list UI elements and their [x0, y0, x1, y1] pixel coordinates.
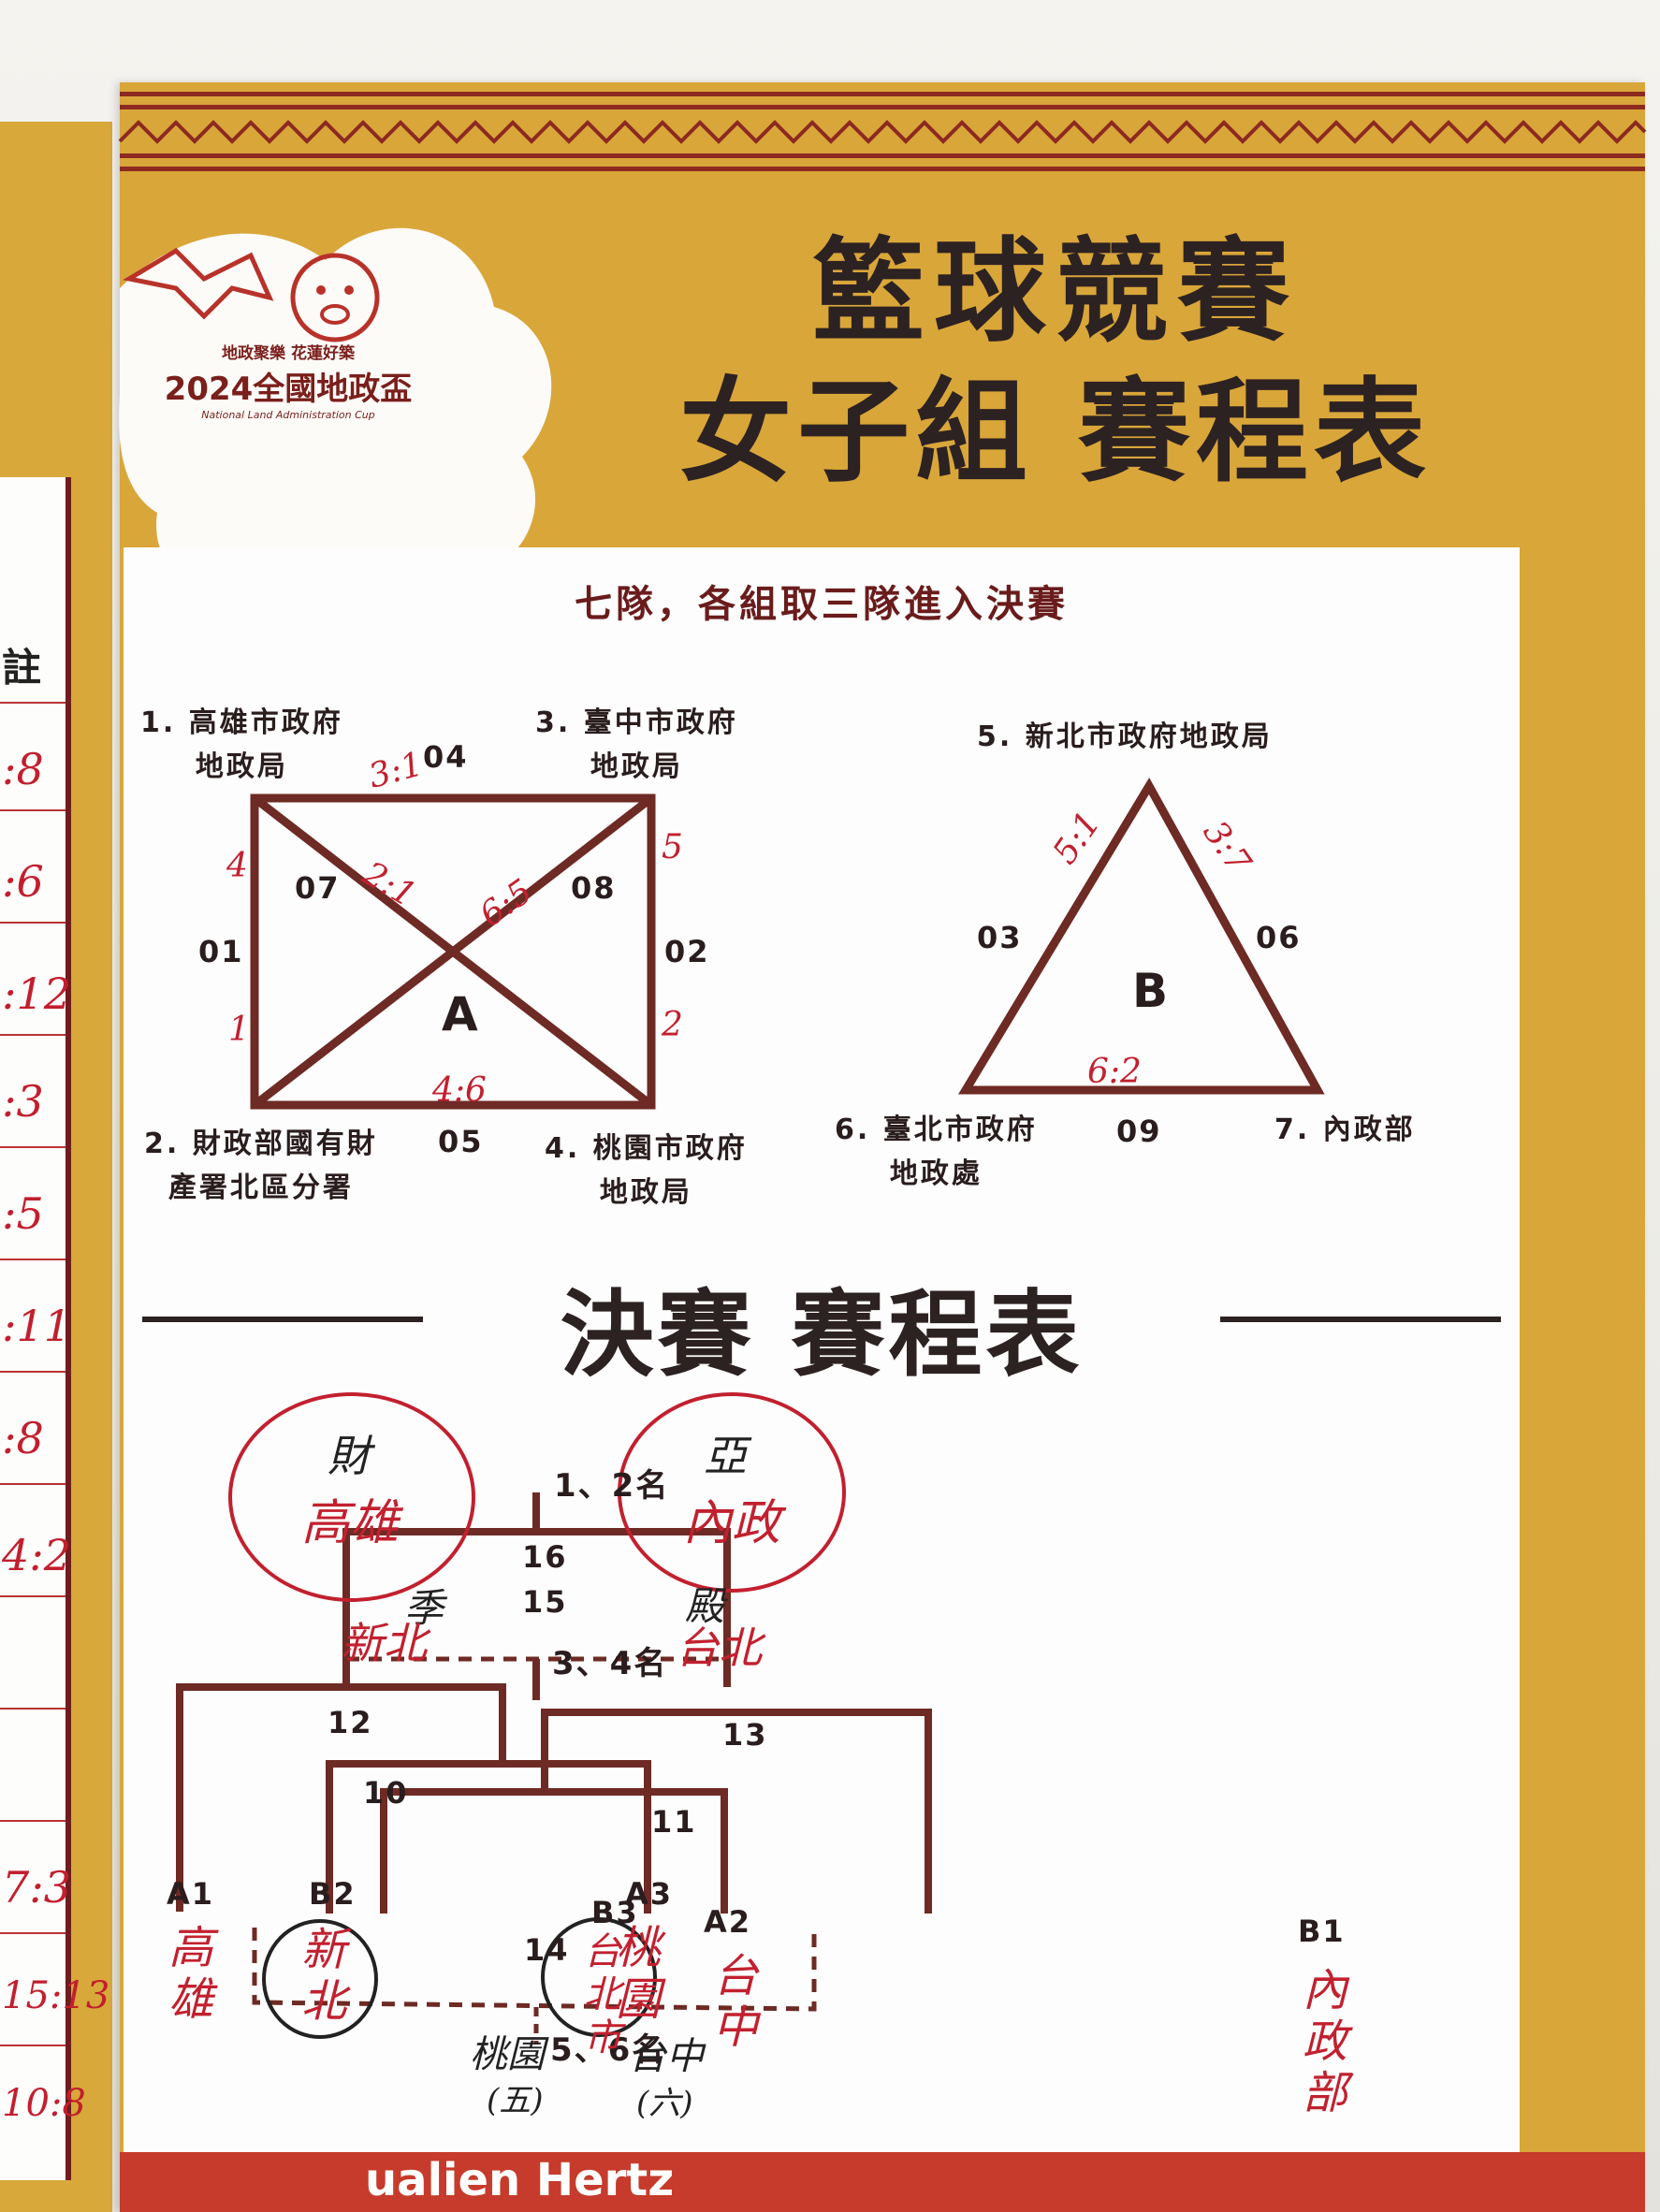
schedule-sheet: 七隊，各組取三隊進入決賽 1. 高雄市政府 地政局 3. 臺中市政府 地政局 2…	[124, 547, 1520, 2204]
zigzag-border	[118, 120, 1647, 144]
match-15: 15	[522, 1584, 568, 1620]
hw-fifth-team: 桃園	[470, 2033, 545, 2076]
neighbor-score: :5	[2, 1188, 44, 1239]
seed-b1: B1	[1298, 1914, 1346, 1949]
title-line-1: 籃球競賽	[812, 227, 1299, 357]
seed-a2: A2	[704, 1904, 752, 1940]
match-13: 13	[722, 1717, 768, 1753]
neighbor-score-sheet: 註 :8 :6 :12 :3 :5 :11 :8 4:2 7:3 15:13 1…	[0, 477, 110, 2180]
rank-1-2-label: 1、2名	[554, 1467, 670, 1505]
score-02-upper: 5	[662, 828, 683, 866]
seed-a3: A3	[625, 1876, 674, 1912]
match-03: 03	[977, 920, 1023, 955]
group-b-diagram	[958, 778, 1325, 1095]
neighbor-score: :8	[2, 744, 44, 794]
finals-heading: 決賽 賽程表	[124, 1259, 1520, 1390]
neighbor-score: 15:13	[2, 1974, 110, 2017]
match-12: 12	[328, 1705, 373, 1740]
score-01-upper: 4	[226, 847, 248, 885]
hw-left-finalist-team: 高雄	[301, 1495, 400, 1551]
hw-team-a2: 台中	[712, 1950, 758, 2055]
match-16: 16	[522, 1539, 568, 1575]
logo-mascot-icon	[123, 247, 380, 342]
team-7-label: 7. 內政部	[1274, 1113, 1416, 1146]
score-05: 4:6	[432, 1071, 487, 1110]
team-5-label: 5. 新北市政府地政局	[977, 720, 1273, 753]
heading-rule-right	[1220, 1317, 1501, 1322]
team-1-label: 1. 高雄市政府 地政局	[140, 706, 343, 783]
hw-team-b1: 內政部	[1302, 1964, 1347, 2120]
group-b-triangle	[958, 778, 1325, 1095]
hw-team-a3: 桃園	[615, 1922, 661, 2027]
team-4-label: 4. 桃園市政府 地政局	[545, 1132, 748, 1209]
qualification-note: 七隊，各組取三隊進入決賽	[575, 583, 1069, 626]
hw-left-semi-rank: 季	[404, 1585, 444, 1631]
match-07: 07	[295, 870, 341, 906]
hw-team-b3: 台北市	[584, 1930, 621, 2059]
match-10: 10	[363, 1775, 409, 1811]
hw-right-finalist-team: 內政	[683, 1495, 781, 1551]
schedule-poster: 地政聚樂 花蓮好築 2024全國地政盃 National Land Admini…	[118, 82, 1647, 2212]
group-a-frame	[250, 793, 656, 1110]
poster-title: 籃球競賽 女子組 賽程表	[569, 237, 1542, 489]
neighbor-header: 註	[2, 645, 42, 691]
seed-b3: B3	[591, 1895, 639, 1930]
hw-left-finalist-rank: 財	[328, 1431, 371, 1481]
team-3-label: 3. 臺中市政府 地政局	[535, 706, 738, 783]
neighbor-score: :8	[2, 1413, 44, 1463]
group-b-label: B	[1132, 964, 1169, 1018]
seed-a1: A1	[167, 1876, 215, 1912]
match-09: 09	[1116, 1113, 1162, 1149]
bottom-banner: ualien Hertz	[120, 2152, 1645, 2212]
score-09: 6:2	[1087, 1053, 1142, 1091]
logo-text: 地政聚樂 花蓮好築 2024全國地政盃 National Land Admini…	[164, 344, 413, 421]
match-14: 14	[524, 1932, 570, 1968]
neighbor-score: :3	[2, 1076, 44, 1127]
team-2-label: 2. 財政部國有財 產署北區分署	[144, 1128, 378, 1204]
match-11: 11	[651, 1804, 697, 1840]
hw-fifth-rank: (五)	[487, 2082, 544, 2119]
hw-right-semi-team: 台北	[676, 1623, 762, 1673]
heading-rule-left	[142, 1317, 423, 1322]
match-05: 05	[438, 1124, 484, 1159]
title-line-2: 女子組 賽程表	[679, 368, 1432, 498]
hw-left-semi-team: 新北	[341, 1618, 427, 1668]
match-02: 02	[664, 934, 710, 969]
bottom-banner-text: ualien Hertz	[365, 2154, 675, 2206]
group-a-diagram	[250, 793, 656, 1110]
hw-sixth-rank: (六)	[636, 2085, 693, 2122]
hw-right-semi-rank: 殿	[685, 1583, 725, 1629]
score-02-lower: 2	[662, 1006, 683, 1044]
group-a-diagonal-2	[252, 794, 654, 1109]
rank-3-4-label: 3、4名	[552, 1645, 668, 1682]
logo-cloud	[119, 227, 552, 622]
hw-sixth-team: 台中	[629, 2035, 704, 2078]
match-06: 06	[1256, 920, 1302, 955]
neighbor-score: :11	[2, 1301, 72, 1351]
hw-team-b2: 新北	[300, 1924, 346, 2029]
team-6-label: 6. 臺北市政府 地政處	[835, 1113, 1038, 1190]
rank-5-6-label: 5、6名	[550, 2031, 666, 2069]
group-a-label: A	[442, 987, 478, 1041]
score-01-lower: 1	[228, 1011, 250, 1049]
neighbor-score: 4:2	[2, 1530, 72, 1580]
hw-team-a1: 高雄	[167, 1922, 213, 2027]
match-01: 01	[198, 934, 244, 969]
neighbor-score: :12	[2, 968, 72, 1019]
match-08: 08	[571, 870, 617, 906]
hw-right-finalist-rank: 亞	[704, 1431, 747, 1481]
match-04: 04	[423, 739, 469, 775]
finals-bracket	[176, 1392, 932, 2045]
neighbor-score: 7:3	[2, 1862, 72, 1913]
seed-b2: B2	[309, 1876, 357, 1912]
neighbor-score: :6	[2, 856, 44, 907]
neighbor-score: 10:8	[2, 2082, 86, 2125]
